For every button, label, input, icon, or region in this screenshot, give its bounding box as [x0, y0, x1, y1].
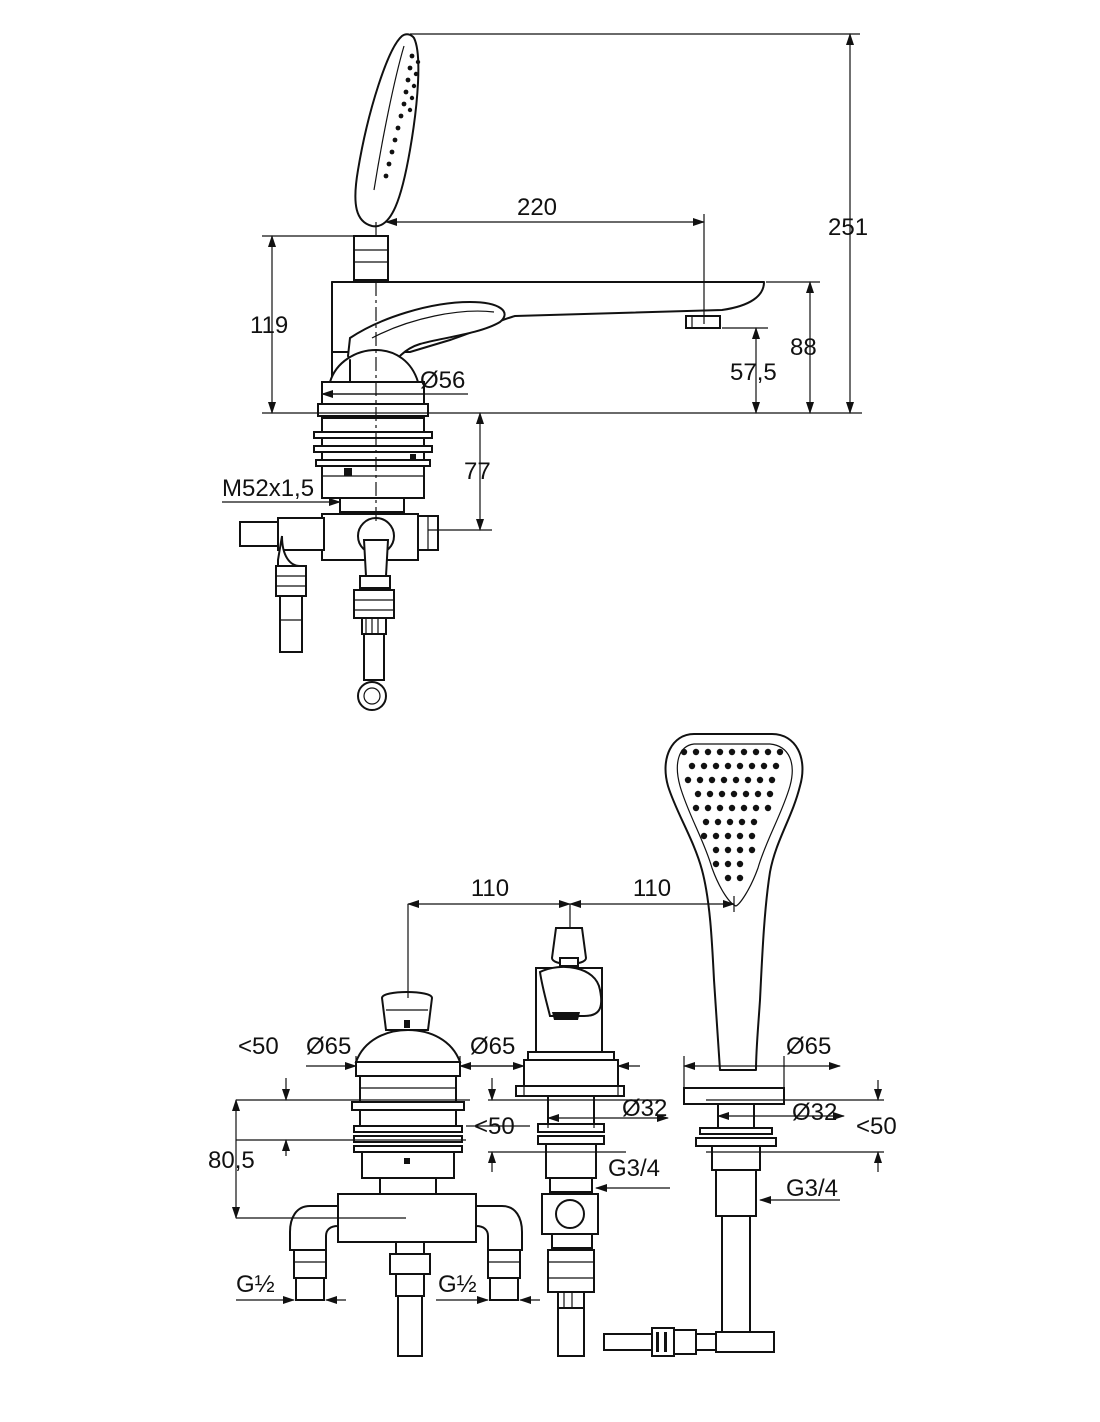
- spray-nozzle: [692, 748, 700, 756]
- spray-nozzle: [724, 832, 732, 840]
- dim-thread-g34-diverter: G3/4: [608, 1155, 660, 1182]
- front-view: 110 110 <50 Ø65 Ø65 Ø65 <50 Ø32 Ø32 <50 …: [208, 733, 897, 1357]
- dim-thread-m52: M52x1,5: [222, 475, 314, 502]
- spray-nozzle: [764, 748, 772, 756]
- spray-nozzle: [740, 804, 748, 812]
- diverter-front: [515, 927, 625, 1357]
- spray-nozzle: [748, 846, 756, 854]
- dim-inlet-g12-right: G½: [438, 1271, 477, 1298]
- spray-nozzle: [776, 748, 784, 756]
- dim-251: 251: [828, 214, 868, 241]
- spray-nozzle: [716, 748, 724, 756]
- spray-nozzle: [680, 748, 688, 756]
- dimension-lines-front: [232, 896, 884, 1304]
- dim-diameter-65-mixer: Ø65: [306, 1033, 351, 1060]
- dim-less-50-left: <50: [238, 1033, 279, 1060]
- spray-nozzle: [688, 762, 696, 770]
- dim-119: 119: [250, 312, 288, 339]
- dim-220: 220: [517, 194, 557, 221]
- spray-nozzle: [730, 790, 738, 798]
- spray-nozzle: [694, 790, 702, 798]
- spray-nozzle: [724, 860, 732, 868]
- dim-57-5: 57,5: [730, 359, 777, 386]
- spray-nozzle: [732, 776, 740, 784]
- spray-nozzle: [700, 762, 708, 770]
- dim-diameter-32-diverter: Ø32: [622, 1095, 667, 1122]
- spray-nozzle: [740, 748, 748, 756]
- spray-nozzle: [724, 846, 732, 854]
- spray-nozzle: [748, 832, 756, 840]
- dimension-lines-side: [222, 33, 862, 531]
- spray-nozzle: [752, 748, 760, 756]
- dim-80-5: 80,5: [208, 1147, 255, 1174]
- spray-nozzle: [754, 790, 762, 798]
- spray-nozzle: [714, 818, 722, 826]
- spray-nozzles-side: [383, 53, 421, 179]
- spray-nozzle: [726, 818, 734, 826]
- spray-nozzle: [756, 776, 764, 784]
- spray-nozzle: [752, 804, 760, 812]
- spray-nozzle: [736, 860, 744, 868]
- spray-nozzle: [724, 874, 732, 882]
- spray-nozzle: [718, 790, 726, 798]
- dim-diameter-65-handshower: Ø65: [786, 1033, 831, 1060]
- spray-nozzle: [736, 832, 744, 840]
- spray-nozzles-front: [680, 748, 784, 882]
- hand-shower-front: [603, 733, 804, 1357]
- spray-nozzle: [712, 832, 720, 840]
- hose-connector: [603, 1327, 775, 1357]
- dim-110-right: 110: [633, 875, 671, 902]
- dim-thread-g34-handshower: G3/4: [786, 1175, 838, 1202]
- spray-nozzle: [706, 790, 714, 798]
- hand-shower-side: [353, 33, 421, 281]
- side-view: 220 251 119 88 57,5 Ø56 77 M52x1,5: [222, 33, 868, 711]
- spray-nozzle: [748, 762, 756, 770]
- spray-nozzle: [742, 790, 750, 798]
- spray-nozzle: [712, 762, 720, 770]
- spray-nozzle: [772, 762, 780, 770]
- spray-nozzle: [736, 762, 744, 770]
- spray-nozzle: [708, 776, 716, 784]
- dim-diameter-32-handshower: Ø32: [792, 1099, 837, 1126]
- spray-nozzle: [702, 818, 710, 826]
- spray-nozzle: [738, 818, 746, 826]
- dim-88: 88: [790, 334, 817, 361]
- spray-nozzle: [724, 762, 732, 770]
- spray-nozzle: [696, 776, 704, 784]
- spray-nozzle: [728, 804, 736, 812]
- spray-nozzle: [684, 776, 692, 784]
- spray-nozzle: [766, 790, 774, 798]
- spray-nozzle: [700, 832, 708, 840]
- underdeck-side: [239, 417, 439, 711]
- spray-nozzle: [704, 748, 712, 756]
- dim-110-left: 110: [471, 875, 509, 902]
- dim-diameter-56: Ø56: [420, 367, 465, 394]
- dim-less-50-right: <50: [856, 1113, 897, 1140]
- dim-less-50-middle: <50: [474, 1113, 515, 1140]
- spray-nozzle: [760, 762, 768, 770]
- spray-nozzle: [736, 846, 744, 854]
- spray-nozzle: [712, 860, 720, 868]
- dim-77: 77: [464, 458, 491, 485]
- spray-nozzle: [750, 818, 758, 826]
- spray-nozzle: [712, 846, 720, 854]
- spray-nozzle: [768, 776, 776, 784]
- spray-nozzle: [716, 804, 724, 812]
- dim-inlet-g12-left: G½: [236, 1271, 275, 1298]
- spray-nozzle: [736, 874, 744, 882]
- spray-nozzle: [704, 804, 712, 812]
- mixer-body-side: [317, 281, 765, 417]
- spray-nozzle: [720, 776, 728, 784]
- spray-nozzle: [692, 804, 700, 812]
- dim-diameter-65-diverter: Ø65: [470, 1033, 515, 1060]
- mixer-front: [289, 991, 523, 1357]
- spray-nozzle: [744, 776, 752, 784]
- spray-nozzle: [764, 804, 772, 812]
- spray-nozzle: [728, 748, 736, 756]
